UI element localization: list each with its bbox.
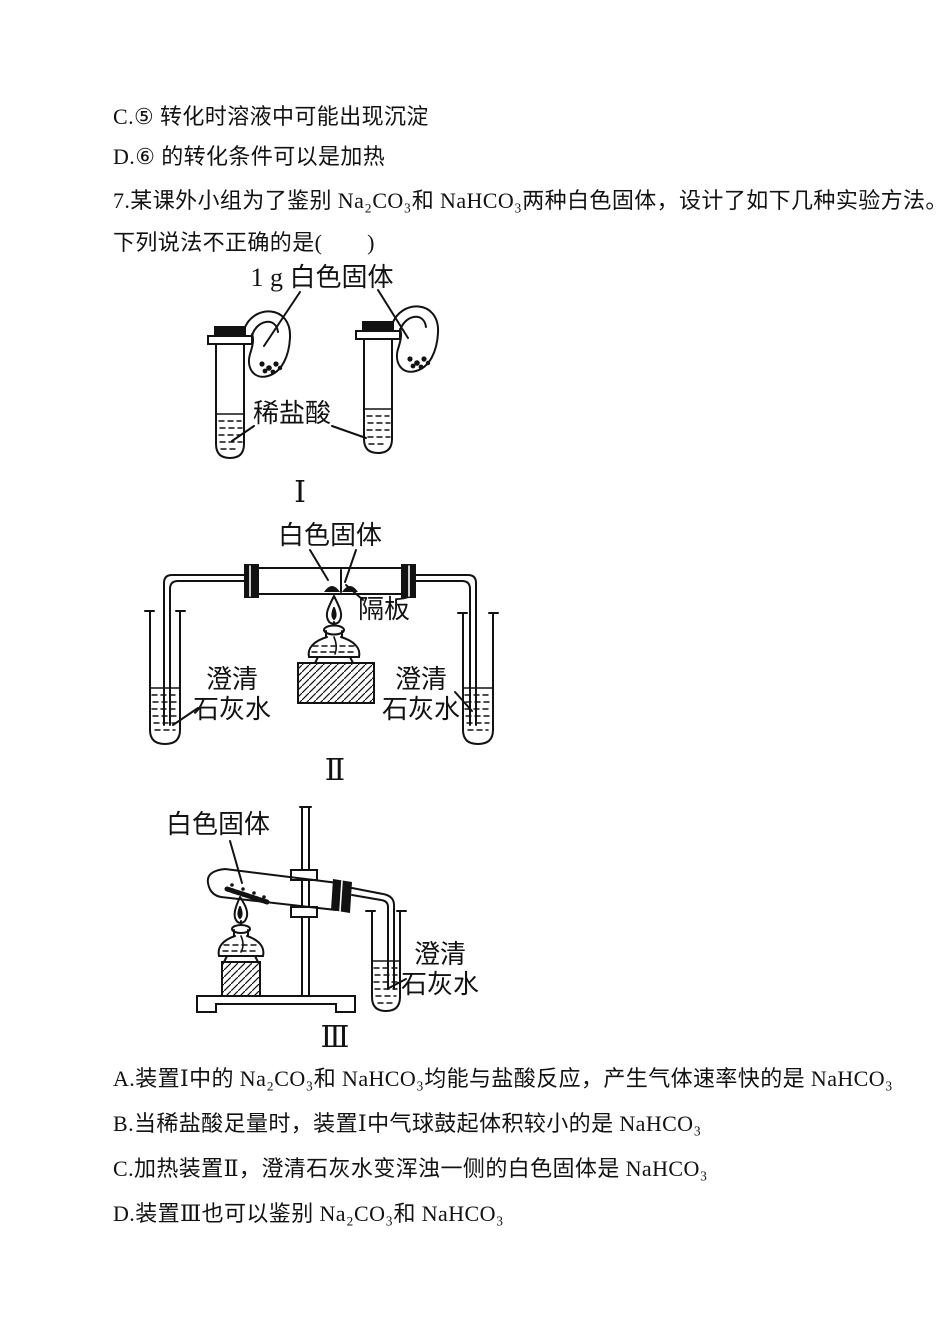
- question-stem-line2: 下列说法不正确的是( ): [113, 230, 375, 255]
- dilute-hcl-liquid-left: [215, 413, 245, 450]
- fig2-lime-label-left-2: 石灰水: [193, 695, 271, 724]
- stopper-left: [244, 564, 259, 598]
- apparatus-diagram-2: 白色固体 隔板: [144, 521, 499, 787]
- iron-stand: [196, 806, 356, 1013]
- fig2-partition-label: 隔板: [358, 595, 410, 624]
- fig3-solid-label: 白色固体: [166, 810, 270, 839]
- fig3-caption: Ⅲ: [321, 1021, 350, 1054]
- lime-water-right: [462, 687, 494, 731]
- fig2-caption: Ⅱ: [325, 754, 345, 787]
- lime-water-tube-right: [457, 612, 499, 746]
- alcohol-lamp: [307, 624, 361, 664]
- fig2-lime-label-right-1: 澄清: [395, 665, 447, 694]
- clamp-lower: [290, 906, 318, 918]
- fig3-lime-leader: [388, 978, 407, 989]
- flame-icon: [233, 896, 249, 928]
- option-c: C.加热装置Ⅱ，澄清石灰水变浑浊一侧的白色固体是 NaHCO₃: [113, 1156, 708, 1181]
- fig1-acid-leader-left: [231, 425, 255, 442]
- fig1-leader-left: [263, 291, 301, 347]
- lime-water-left: [149, 687, 181, 731]
- apparatus-diagram-3: 白色固体: [166, 806, 479, 1054]
- fig1-solid-label: 1 g 白色固体: [250, 263, 393, 292]
- lime-water: [371, 960, 401, 1004]
- delivery-tube: [351, 887, 395, 990]
- prev-option-c: C.⑤ 转化时溶液中可能出现沉淀: [113, 104, 429, 129]
- apparatus-diagram-1: 1 g 白色固体: [207, 263, 440, 509]
- fig2-partition-leader: [345, 584, 364, 601]
- option-d: D.装置Ⅲ也可以鉴别 Na₂CO₃和 NaHCO₃: [113, 1201, 504, 1226]
- solid-in-balloon-right: [407, 356, 431, 370]
- option-a: A.装置Ⅰ中的 Na₂CO₃和 NaHCO₃均能与盐酸反应，产生气体速率快的是 …: [113, 1066, 894, 1091]
- fig3-lime-label-2: 石灰水: [401, 970, 479, 999]
- option-b: B.当稀盐酸足量时，装置Ⅰ中气球鼓起体积较小的是 NaHCO₃: [113, 1111, 702, 1136]
- fig1-acid-label: 稀盐酸: [253, 399, 331, 428]
- fig3-lime-label-1: 澄清: [414, 940, 466, 969]
- fig2-lime-leader-left: [172, 707, 199, 726]
- solid-in-balloon-left: [259, 361, 283, 375]
- fig1-caption: Ⅰ: [294, 476, 306, 509]
- fig1-leader-right: [377, 289, 409, 339]
- alcohol-lamp: [217, 924, 265, 963]
- fig2-lime-label-right-2: 石灰水: [382, 695, 460, 724]
- dilute-hcl-liquid-right: [363, 408, 393, 445]
- fig2-leader-left-pile: [309, 549, 329, 581]
- delivery-tube-left: [163, 574, 245, 726]
- fig2-leader-right-pile: [344, 549, 357, 583]
- fig3-solid-leader: [229, 840, 243, 884]
- lime-water-tube: [365, 910, 407, 1013]
- question-stem-line1: 7.某课外小组为了鉴别 Na₂CO₃和 NaHCO₃两种白色固体，设计了如下几种…: [113, 188, 948, 213]
- fig2-lime-label-left-1: 澄清: [206, 665, 258, 694]
- balloon-left: [243, 310, 292, 378]
- horizontal-tube: [244, 564, 416, 598]
- lime-water-tube-left: [144, 610, 186, 746]
- test-tube-left: [207, 310, 292, 460]
- balloon-right: [391, 305, 440, 373]
- heating-block: [221, 961, 261, 997]
- fig2-solid-label: 白色固体: [278, 521, 382, 550]
- delivery-tube-right: [415, 574, 477, 726]
- fig2-lime-leader-right: [454, 691, 473, 712]
- test-tube-right: [355, 305, 440, 455]
- clamp-upper: [290, 869, 318, 881]
- heating-block: [297, 662, 375, 704]
- fig1-acid-leader-right: [331, 425, 367, 439]
- stand-base: [196, 995, 356, 1013]
- prev-option-d: D.⑥ 的转化条件可以是加热: [113, 144, 386, 169]
- heated-test-tube: [206, 867, 352, 913]
- white-solid-in-tube: [224, 886, 270, 905]
